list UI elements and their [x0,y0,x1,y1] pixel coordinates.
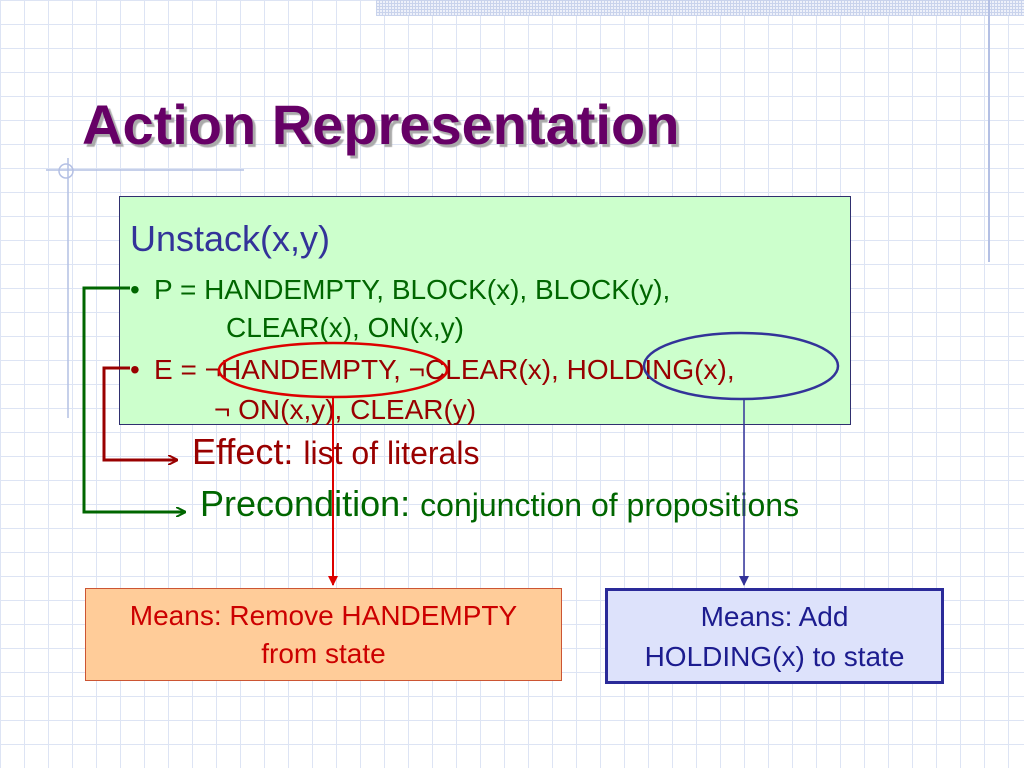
action-name: Unstack(x,y) [130,218,331,259]
means-add-line-1: Means: Add [700,601,849,632]
precondition-description: conjunction of propositions [420,487,800,523]
effect-line-2: ¬ ON(x,y), CLEAR(y) [214,394,477,425]
effect-label: Effect: [192,431,294,472]
bullet-dot: • [130,354,140,385]
precondition-line-1: • P = HANDEMPTY, BLOCK(x), BLOCK(y), [130,276,670,304]
effect-text-1: E = ¬HANDEMPTY, ¬CLEAR(x), HOLDING(x), [154,354,735,385]
means-add-line-2: HOLDING(x) to state [644,641,905,672]
means-add-box: Means: Add HOLDING(x) to state [605,588,944,684]
means-remove-box: Means: Remove HANDEMPTY from state [85,588,562,681]
corner-pattern-band [376,0,1024,16]
means-remove-line-1: Means: Remove HANDEMPTY [129,600,518,631]
bullet-dot: • [130,274,140,305]
precondition-label: Precondition: [200,483,411,524]
effect-description: list of literals [303,435,480,471]
means-remove-line-2: from state [261,638,386,669]
slide-title: Action Representation [82,93,680,156]
precondition-caption: Precondition: conjunction of proposition… [200,486,799,522]
effect-caption: Effect: list of literals [192,434,479,470]
effect-line-1: • E = ¬HANDEMPTY, ¬CLEAR(x), HOLDING(x), [130,356,735,384]
precondition-line-2: CLEAR(x), ON(x,y) [226,312,464,343]
precondition-text-1: P = HANDEMPTY, BLOCK(x), BLOCK(y), [154,274,671,305]
